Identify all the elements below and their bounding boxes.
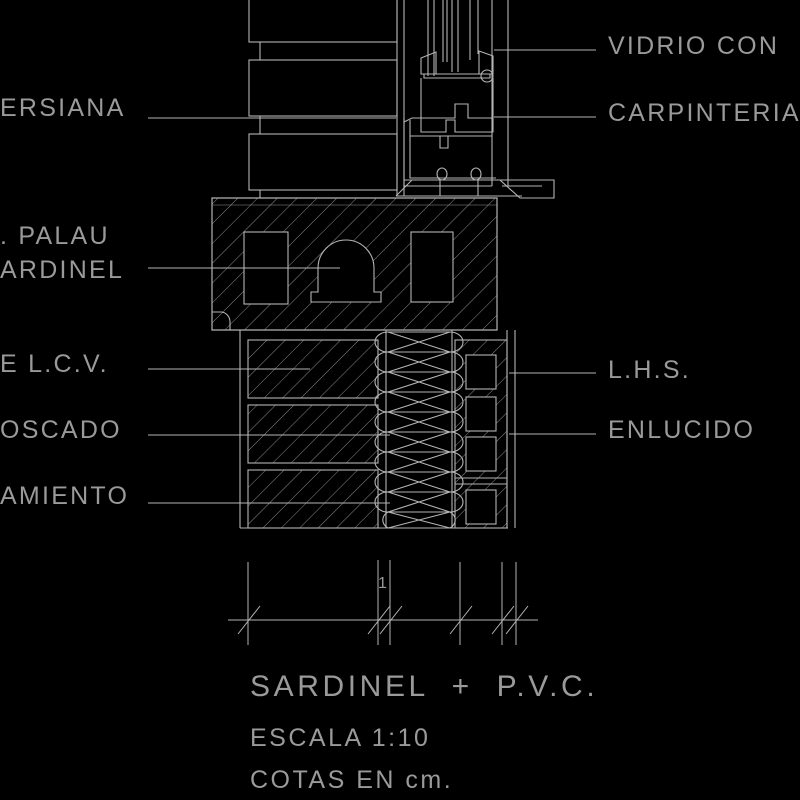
dimension-extension-lines [247,560,517,645]
frame-profile-lower [409,136,496,179]
dimension-group [228,560,538,645]
sash-profile-outline [420,78,494,119]
sash-gasket [480,69,494,83]
label-vidrio: VIDRIO CON [608,32,780,60]
plaster-render-layer [506,330,516,528]
hollow-block-cell [465,489,497,525]
label-aislamiento: AMIENTO [0,482,130,510]
hollow-block-cell [465,354,497,390]
label-lcv: E L.C.V. [0,350,109,378]
sardinel-corner-chamfer [212,311,231,330]
dimension-value: 1 [378,575,387,592]
label-enlucido: ENLUCIDO [608,416,756,444]
brick-course [247,469,379,529]
title-line-scale: ESCALA 1:10 [250,724,431,752]
sash-profile-chamber [420,118,494,133]
frame-profile-step [403,117,455,123]
hollow-block-cell [465,396,497,432]
pvc-window-frame-group [395,0,555,199]
hollow-block-group [454,339,508,529]
frame-profile-outline [403,118,492,187]
title-line-units: COTAS EN cm. [250,766,454,794]
blind-slat [248,0,398,43]
brick-course [247,404,379,464]
hollow-block-cell [465,436,497,472]
sill-drip-edge [498,179,555,199]
blind-slat [248,59,398,117]
label-carpinteria: CARPINTERIA [608,99,800,127]
insulation-wave-pattern [374,331,464,529]
frame-profile-inner [409,120,492,137]
blind-slat [248,133,398,191]
sardinel-outline [211,197,498,331]
label-palau: . PALAU [0,222,110,250]
leader-lines-group [148,49,596,504]
sill-plate-left-edge [395,179,413,197]
dimension-tick-marks [237,605,529,635]
label-enfoscado: OSCADO [0,416,122,444]
sardinel-void-rect [410,231,454,303]
glazing-stop [423,73,491,79]
label-lhs: L.H.S. [608,356,691,384]
sardinel-void-round [310,239,382,303]
label-persiana: ERSIANA [0,94,126,122]
roller-blind-group [248,0,405,198]
sardinel-beam-group [211,197,498,331]
frame-lower-notch [439,136,449,149]
insulation-layer-group [374,330,464,529]
label-sardinel: ARDINEL [0,256,125,284]
brick-wall-group [239,330,508,529]
title-line-detail-name: SARDINEL + P.V.C. [250,670,599,703]
